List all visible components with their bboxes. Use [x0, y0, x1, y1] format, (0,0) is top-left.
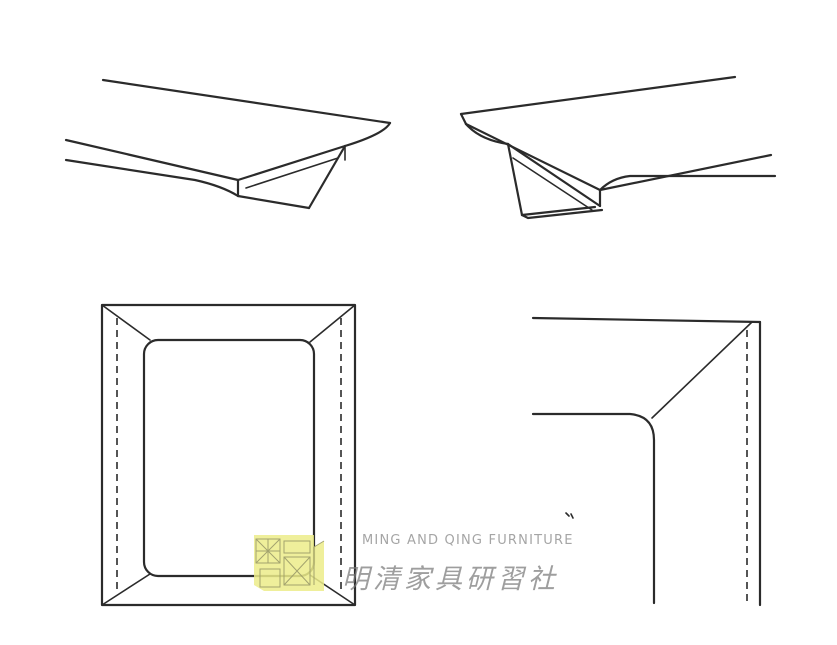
right-mitre-member — [459, 75, 777, 220]
corner-mitre-detail — [531, 316, 762, 607]
watermark-english-text: MING AND QING FURNITURE — [362, 533, 574, 548]
furniture-society-logo-icon — [254, 535, 325, 591]
mitred-frame-plan — [100, 303, 357, 607]
watermark-chinese-text: 明清家具研習社 — [342, 564, 559, 595]
watermark: MING AND QING FURNITURE 明清家具研習社 — [250, 527, 610, 599]
left-mitre-member — [64, 78, 392, 210]
